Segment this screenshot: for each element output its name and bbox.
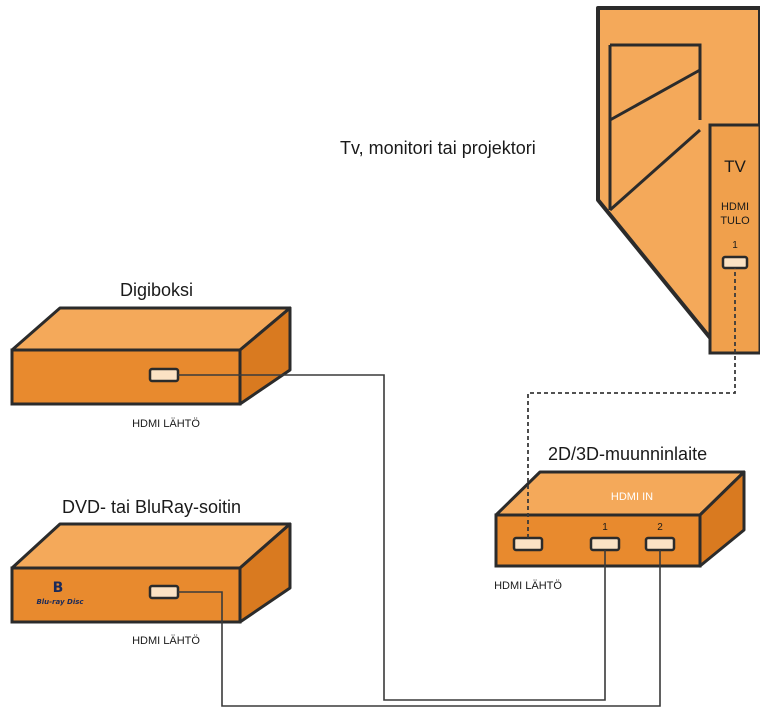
tv-port-number: 1 xyxy=(732,240,738,251)
cable-converter-to-tv xyxy=(527,268,736,538)
tv-frame-line xyxy=(609,68,701,122)
digiboksi-front xyxy=(10,348,242,406)
tv-frame-line xyxy=(610,43,702,120)
converter-out-label: HDMI LÄHTÖ xyxy=(494,580,562,592)
cable-digiboksi-to-converter-in1 xyxy=(178,374,606,701)
digiboksi-hdmi-port xyxy=(148,367,180,383)
converter-port1-number: 1 xyxy=(602,522,608,533)
converter-title: 2D/3D-muunninlaite xyxy=(548,444,707,464)
converter-hdmi-in-label: HDMI IN xyxy=(611,491,653,503)
bluray-logo-text: Blu-ray Disc xyxy=(36,598,84,606)
cable-dvd-to-converter-in2 xyxy=(178,550,661,707)
converter-hdmi-in1-port xyxy=(589,536,621,552)
digiboksi-title: Digiboksi xyxy=(120,280,193,300)
tv-frame-line xyxy=(609,128,701,212)
digiboksi-port-label: HDMI LÄHTÖ xyxy=(132,418,200,430)
bluray-logo-icon: B Blu-ray Disc xyxy=(36,580,84,606)
converter-port2-number: 2 xyxy=(657,522,663,533)
converter-hdmi-out-port xyxy=(512,536,544,552)
dvd-hdmi-port xyxy=(148,584,180,600)
dvd-device: B Blu-ray Disc xyxy=(10,522,292,624)
bluray-logo-mark: B xyxy=(53,580,64,596)
tv-title: Tv, monitori tai projektori xyxy=(340,138,536,158)
tv-badge: TV xyxy=(724,157,746,176)
tv-hdmi-label-line1: HDMI xyxy=(721,201,749,213)
tv-hdmi-port xyxy=(721,255,749,270)
dvd-front xyxy=(10,566,242,624)
dvd-title: DVD- tai BluRay-soitin xyxy=(62,497,241,517)
tv-hdmi-label-line2: TULO xyxy=(720,215,750,227)
digiboksi-device xyxy=(10,306,292,406)
converter-hdmi-in2-port xyxy=(644,536,676,552)
converter-device: HDMI IN 1 2 xyxy=(494,470,746,568)
dvd-port-label: HDMI LÄHTÖ xyxy=(132,635,200,647)
